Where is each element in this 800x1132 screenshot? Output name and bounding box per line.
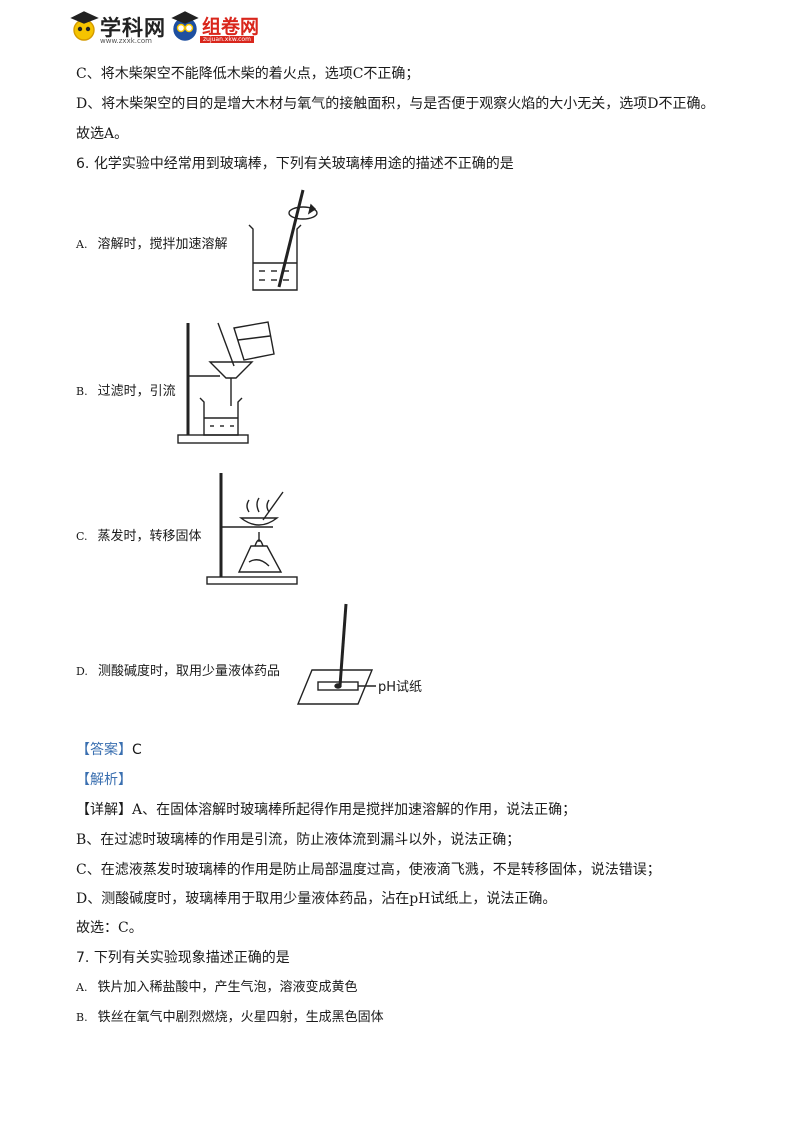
- option-c: C.蒸发时，转移固体: [76, 529, 202, 544]
- q7-option-b: B.铁丝在氧气中剧烈燃烧，火星四射，生成黑色固体: [76, 1010, 384, 1025]
- prev-conclusion: 故选A。: [76, 126, 129, 142]
- header-logos: 学科网 www.zxxk.com 组卷网 zujuan.xkw.com: [70, 10, 270, 50]
- answer-row: 【答案】C: [76, 740, 142, 760]
- logo-mascot-icon: [70, 11, 99, 41]
- evaporation-apparatus-icon: [206, 473, 298, 585]
- logo-owl-icon: [171, 11, 199, 41]
- detail-d: D、测酸碱度时，玻璃棒用于取用少量液体药品，沾在pH试纸上，说法正确。: [76, 891, 557, 907]
- logo-zujuanwang-sub: zujuan.xkw.com: [200, 36, 254, 43]
- option-a: A.溶解时，搅拌加速溶解: [76, 237, 228, 252]
- ph-test-paper-icon: [296, 603, 376, 705]
- question-7-stem: 7. 下列有关实验现象描述正确的是: [76, 948, 290, 968]
- logo-xuekewang: 学科网: [100, 16, 166, 40]
- detail-a-row: 【详解】A、在固体溶解时玻璃棒所起得作用是搅拌加速溶解的作用，说法正确；: [76, 800, 576, 820]
- answer-label: 【答案】: [76, 742, 132, 758]
- question-6-stem: 6. 化学实验中经常用到玻璃棒，下列有关玻璃棒用途的描述不正确的是: [76, 154, 514, 174]
- answer-value: C: [132, 742, 142, 758]
- detail-b: B、在过滤时玻璃棒的作用是引流，防止液体流到漏斗以外，说法正确；: [76, 832, 521, 848]
- question-6-text: 化学实验中经常用到玻璃棒，下列有关玻璃棒用途的描述不正确的是: [93, 156, 514, 172]
- ph-paper-label: pH试纸: [378, 680, 423, 695]
- question-6-number: 6.: [76, 156, 90, 172]
- detail-a: A、在固体溶解时玻璃棒所起得作用是搅拌加速溶解的作用，说法正确；: [132, 802, 577, 818]
- q6-conclusion: 故选：C。: [76, 920, 143, 936]
- option-d: D.测酸碱度时，取用少量液体药品: [76, 664, 280, 679]
- beaker-stirring-icon: [248, 189, 318, 291]
- prev-line-d: D、将木柴架空的目的是增大木材与氧气的接触面积，与是否便于观察火焰的大小无关，选…: [76, 96, 715, 112]
- filtration-apparatus-icon: [177, 321, 275, 444]
- q7-option-a: A.铁片加入稀盐酸中，产生气泡，溶液变成黄色: [76, 980, 358, 995]
- question-7-number: 7.: [76, 950, 90, 966]
- logo-zujuanwang: 组卷网: [202, 16, 260, 38]
- question-7-text: 下列有关实验现象描述正确的是: [93, 950, 290, 966]
- detail-c: C、在滤液蒸发时玻璃棒的作用是防止局部温度过高，使液滴飞溅，不是转移固体，说法错…: [76, 862, 661, 878]
- detail-label: 【详解】: [76, 802, 132, 818]
- logo-xuekewang-url: www.zxxk.com: [100, 37, 152, 45]
- prev-line-c: C、将木柴架空不能降低木柴的着火点，选项C不正确；: [76, 66, 420, 82]
- option-b: B.过滤时，引流: [76, 384, 176, 399]
- analysis-label: 【解析】: [76, 772, 132, 788]
